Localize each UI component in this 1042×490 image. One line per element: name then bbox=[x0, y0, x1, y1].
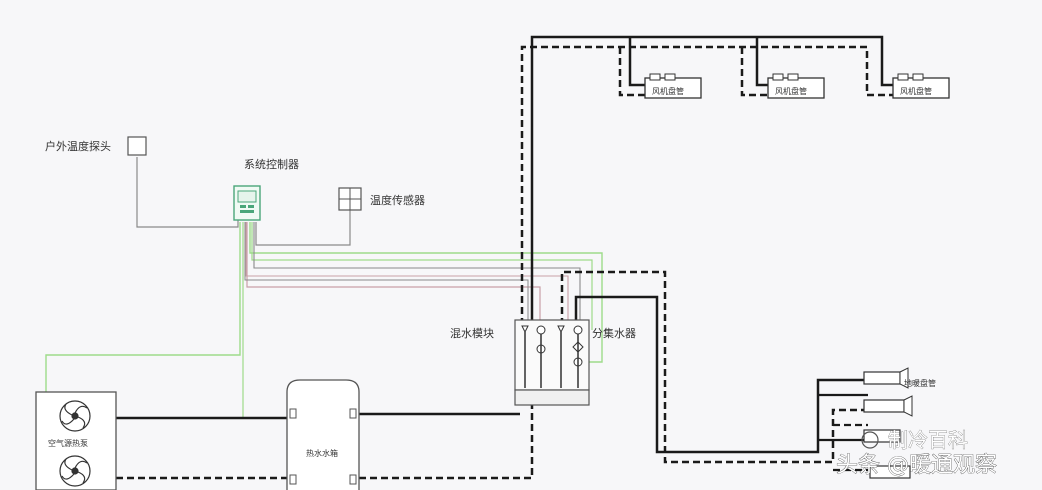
module-pipes bbox=[524, 332, 579, 388]
floor-heating-supply-pipe bbox=[574, 295, 868, 454]
probe-box bbox=[127, 136, 147, 156]
fan-coil-supply-pipe bbox=[530, 35, 897, 325]
fan-coil-return-branch-1 bbox=[618, 47, 645, 97]
pink-signal-line-6 bbox=[246, 222, 541, 325]
green-signal-line-1 bbox=[45, 222, 241, 392]
water-piping bbox=[116, 35, 900, 480]
temperature-sensor: 温度传感器 bbox=[338, 187, 425, 211]
floor-heating-label: 地暖盘管 bbox=[904, 378, 936, 388]
heat-pump-unit: 空气源热泵 bbox=[35, 391, 117, 490]
signal-wiring bbox=[45, 157, 603, 418]
fan-coil-3: 风机盘管 bbox=[892, 73, 950, 99]
fan-coil-return-pipe bbox=[520, 45, 897, 325]
fan-coil-3-label: 风机盘管 bbox=[900, 86, 932, 96]
mixing-module-label: 混水模块 bbox=[450, 327, 494, 340]
outdoor-temp-probe: 户外温度探头 bbox=[45, 136, 147, 156]
green-signal-line-4 bbox=[251, 222, 593, 330]
pink-signal-line-7 bbox=[245, 222, 569, 325]
floor-heating-return-pipe bbox=[560, 270, 868, 464]
controller-screen-icon bbox=[237, 190, 257, 203]
fan-icon bbox=[59, 400, 91, 432]
fan-icon-2 bbox=[59, 455, 91, 487]
watermark: 制冷百科 头条 @暖通观察 bbox=[836, 428, 998, 479]
floor-heating-manifold: 地暖盘管 bbox=[863, 367, 936, 479]
controller-label: 系统控制器 bbox=[244, 157, 299, 171]
hot-water-tank: 热水水箱 bbox=[286, 379, 360, 490]
sensor-signal-line bbox=[255, 210, 351, 246]
watermark-bottom: 头条 @暖通观察 bbox=[836, 453, 997, 478]
fan-coil-1-label: 风机盘管 bbox=[652, 86, 684, 96]
gray-signal-line-8 bbox=[244, 222, 529, 325]
fan-coil-branch-2 bbox=[755, 37, 770, 87]
watermark-logo-icon bbox=[861, 431, 879, 449]
module-base bbox=[514, 389, 590, 406]
probe-label: 户外温度探头 bbox=[45, 139, 111, 153]
system-controller: 系统控制器 bbox=[233, 157, 299, 221]
watermark-top: 制冷百科 bbox=[888, 428, 968, 452]
heat-pump-label: 空气源热泵 bbox=[48, 438, 88, 448]
distributor-label: 分集水器 bbox=[592, 326, 636, 340]
sensor-label: 温度传感器 bbox=[370, 193, 425, 207]
tank-to-module-return bbox=[359, 405, 534, 480]
fan-coil-1: 风机盘管 bbox=[644, 73, 702, 99]
fan-coil-branch-1 bbox=[628, 37, 645, 87]
fan-coil-2: 风机盘管 bbox=[767, 73, 825, 99]
tank-label: 热水水箱 bbox=[306, 448, 338, 458]
fan-coil-return-branch-2 bbox=[740, 47, 770, 97]
probe-signal-line bbox=[136, 157, 239, 228]
tank-body bbox=[286, 379, 360, 490]
green-signal-line-3 bbox=[249, 222, 603, 363]
mixing-module: 混水模块 分集水器 bbox=[450, 319, 636, 406]
fan-coil-2-label: 风机盘管 bbox=[775, 86, 807, 96]
